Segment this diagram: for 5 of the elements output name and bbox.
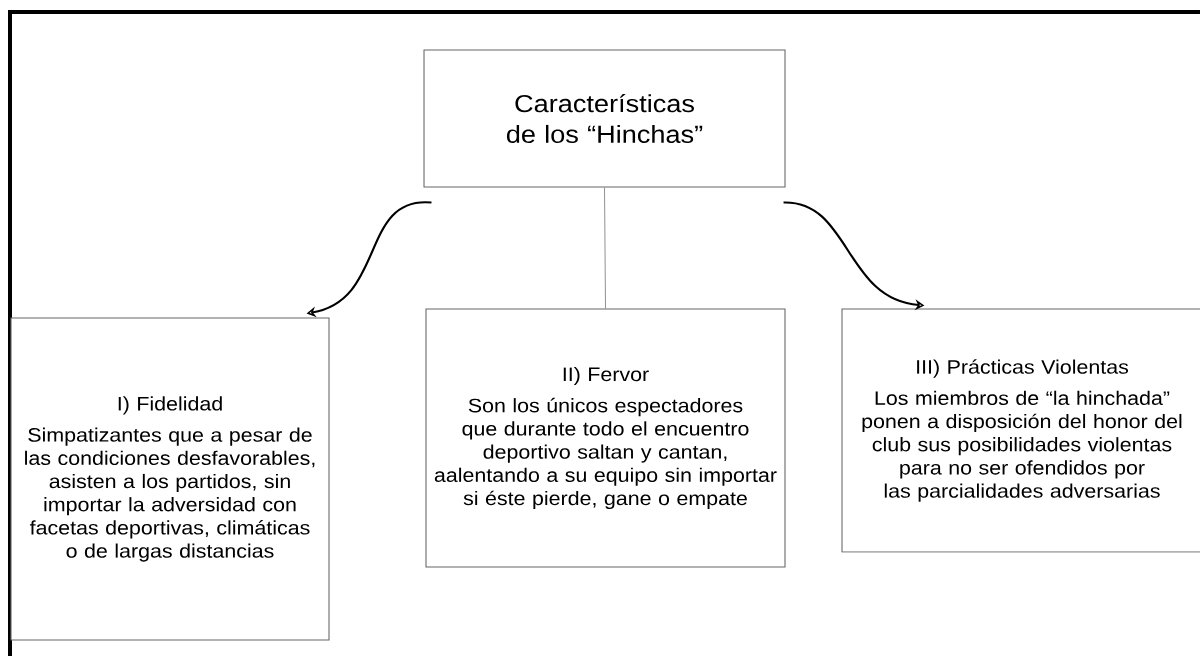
category-box: I) Fidelidad Simpatizantes que a pesar de las condiciones desfavorables, asisten a los partidos, sin importar la adversidad con facetas deportivas, climáticas o de largas distancias [10, 317, 330, 641]
category-box: III) Prácticas Violentas Los miembros de “la hinchada” ponen a disposición del honor del club sus posibilidades violentas para no ser ofendidos por las parcialidades adversarias [841, 308, 1200, 553]
category-box: II) Fervor Son los únicos espectadores que durante todo el encuentro deportivo saltan y cantan, aalentando a su equipo sin importar si éste pierde, gane o empate [425, 308, 786, 568]
connector-line [604, 187, 606, 309]
title-box: Características de los “Hinchas” [423, 49, 786, 188]
